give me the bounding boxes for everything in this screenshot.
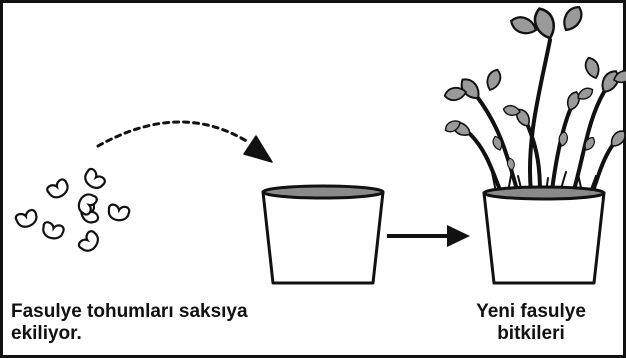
bean-seed-icon (46, 178, 69, 199)
bean-plants (443, 6, 626, 285)
caption-new-plants: Yeni fasulye bitkileri (458, 301, 604, 345)
leaf-icon (601, 70, 619, 94)
empty-flower-pot (261, 184, 385, 285)
leaf-icon (492, 135, 503, 151)
leaf-icon (502, 104, 521, 116)
caption-seeds-planted: Fasulye tohumları saksıya ekiliyor. (11, 301, 248, 345)
bean-seed-icon (42, 221, 65, 240)
leaf-icon (566, 91, 580, 111)
leaf-icon (584, 56, 600, 80)
bean-seed-icon (14, 208, 38, 228)
bean-seed-icon (107, 203, 131, 222)
leaf-icon (613, 70, 626, 84)
leaf-icon (486, 68, 502, 92)
bean-seed-icon (84, 167, 106, 189)
bean-seeds (14, 167, 131, 252)
leaf-icon (506, 157, 515, 171)
leaf-icon (577, 87, 594, 100)
bean-seed-icon (77, 230, 99, 252)
caption-seeds-line2: ekiliyor. (11, 323, 82, 344)
caption-plants-line2: bitkileri (497, 323, 565, 344)
bean-seed-icon (77, 193, 98, 216)
right-arrow (387, 225, 470, 247)
leaf-icon (558, 131, 569, 147)
leaf-icon (584, 136, 595, 151)
leaf-icon (443, 86, 468, 102)
leaf-icon (563, 6, 583, 32)
leaf-icon (533, 7, 555, 40)
leaf-icon (509, 16, 538, 35)
dashed-curved-arrow (96, 120, 273, 163)
caption-plants-line1: Yeni fasulye (476, 301, 586, 322)
caption-seeds-line1: Fasulye tohumları saksıya (11, 301, 248, 322)
leaf-icon (610, 130, 626, 147)
leaf-icon (444, 120, 461, 133)
